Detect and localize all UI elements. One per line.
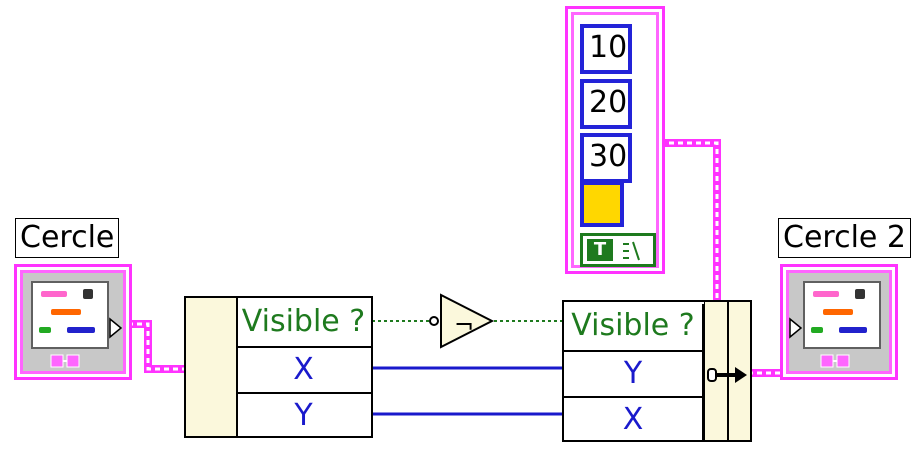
bundle-row-y[interactable]: Y xyxy=(564,350,704,396)
output-class-terminal[interactable] xyxy=(780,264,898,380)
cluster-value-3[interactable]: 30 xyxy=(580,133,632,183)
output-class-label: Cercle 2 xyxy=(778,218,911,258)
bundle-row-visible[interactable]: Visible ? xyxy=(564,304,704,350)
cluster-value-2[interactable]: 20 xyxy=(580,79,632,129)
unbundle-head xyxy=(186,298,238,436)
unbundle-row-x[interactable]: X xyxy=(236,346,371,392)
class-wire-in xyxy=(128,320,185,373)
class-icon xyxy=(20,270,126,374)
input-terminal-icon xyxy=(789,317,803,339)
unbundle-by-name-node[interactable]: Visible ? X Y xyxy=(184,296,373,438)
class-chain-icon xyxy=(50,354,80,368)
not-gate[interactable]: ¬ xyxy=(429,293,495,349)
class-wire-cluster xyxy=(660,139,721,304)
cluster-constant[interactable]: 10 20 30 T xyxy=(565,6,665,274)
output-terminal-icon xyxy=(109,317,123,339)
bundle-arrow-icon xyxy=(707,367,747,383)
toggle-icon xyxy=(623,241,640,261)
boolean-text-icon: T xyxy=(587,239,613,261)
input-class-label: Cercle xyxy=(15,218,120,258)
input-class-terminal[interactable] xyxy=(14,264,132,380)
bundle-by-name-node[interactable]: Visible ? Y X xyxy=(562,300,752,442)
cluster-text-indicator[interactable]: T xyxy=(580,233,656,267)
unbundle-row-visible[interactable]: Visible ? xyxy=(241,304,366,339)
cluster-value-1[interactable]: 10 xyxy=(580,24,632,74)
class-icon xyxy=(786,270,892,374)
class-chain-icon xyxy=(820,354,850,368)
bundle-row-x[interactable]: X xyxy=(564,396,704,442)
bundle-head xyxy=(704,302,750,440)
not-symbol: ¬ xyxy=(454,311,474,339)
cluster-boolean[interactable] xyxy=(580,181,624,227)
unbundle-row-y[interactable]: Y xyxy=(236,392,371,438)
